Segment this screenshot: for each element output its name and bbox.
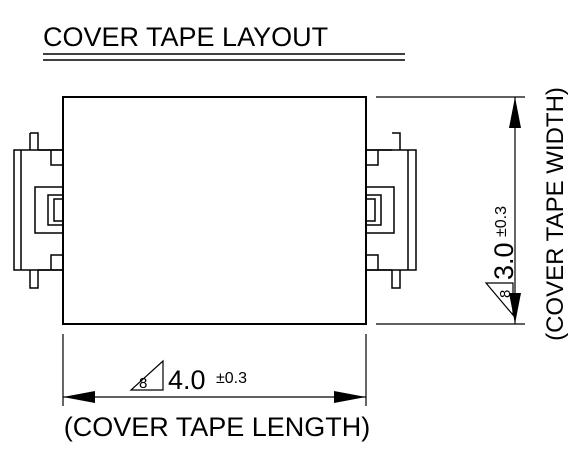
- note-triangle-width: [484, 282, 514, 317]
- width-note-symbol: 8: [497, 290, 514, 298]
- width-arrow-bottom: [509, 293, 521, 324]
- width-arrow-top: [509, 97, 521, 128]
- length-arrow-left: [63, 391, 95, 403]
- component-left-terminal: [13, 132, 64, 289]
- title-double-underline: [43, 53, 405, 61]
- component-right-terminal: [365, 132, 417, 289]
- length-tolerance: ±0.3: [216, 370, 247, 387]
- width-label: (COVER TAPE WIDTH): [542, 87, 569, 341]
- width-dimension-lines: [376, 96, 525, 325]
- width-tolerance: ±0.3: [493, 206, 510, 237]
- length-value: 4.0: [168, 365, 206, 395]
- width-dimension-annotation: 8 3.0 ±0.3: [484, 206, 519, 317]
- length-dimension-lines: [62, 334, 367, 406]
- length-dimension-annotation: 8 4.0 ±0.3: [129, 359, 247, 395]
- note-triangle-length: [129, 359, 164, 391]
- length-note-symbol: 8: [139, 375, 147, 392]
- length-arrow-right: [334, 391, 366, 403]
- cover-tape-outline: [62, 96, 367, 325]
- drawing-title: COVER TAPE LAYOUT: [43, 22, 328, 52]
- length-label: (COVER TAPE LENGTH): [64, 412, 371, 442]
- width-value: 3.0: [489, 242, 519, 280]
